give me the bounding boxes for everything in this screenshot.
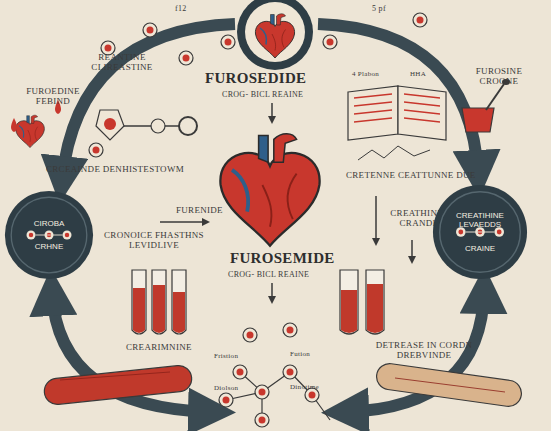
node-text: CREATIHINE LEVAEDDS [449,211,511,229]
circle-node: CREATIHINE LEVAEDDS CRAINE [432,184,528,280]
tube-label: DETREASE IN CORDN DREBVINDE [368,340,480,361]
annotation-label: FURENIDE [176,205,223,215]
subtitle-label: CROG- BICL REAINE [228,270,309,279]
molecule-label: Fristion [214,352,238,360]
corner-note: 5 pf [372,4,386,13]
annotation-label: FUROSINE CROONE [468,66,530,87]
molecule-label: Diolson [214,384,238,392]
subtitle-label: CROG- BICL REAINE [222,90,303,99]
drug-title: FUROSEDIDE [205,70,306,87]
annotation-label: CRONOICE FHASTHNS LEVIDLIVE [98,230,210,251]
annotation-label: REANTINE CLIREASTINE [82,52,162,73]
annotation-label: CRCEAINDE DENHISTESTOWM [46,164,184,174]
annotation-label: CRETENNE CEATTUNNE DUE [346,170,476,180]
tube-label: CREARIMNINE [126,342,192,352]
node-text: CRHNE [35,242,63,251]
annotation-label: FUROEDINE FEBIND [18,86,88,107]
annotation-label: HHA [410,70,426,78]
molecule-label: Fution [290,350,310,358]
molecule-label: Dinotime [290,383,319,391]
circle-shape [4,190,94,280]
node-text: CRAINE [465,244,495,253]
circle-shape [432,184,528,280]
annotation-label: 4 Plabon [352,70,379,78]
drug-title: FUROSEMIDE [230,250,335,267]
node-text: CIROBA [34,219,65,228]
corner-note: f12 [175,4,187,13]
circle-node: CIROBA CRHNE [4,190,94,280]
